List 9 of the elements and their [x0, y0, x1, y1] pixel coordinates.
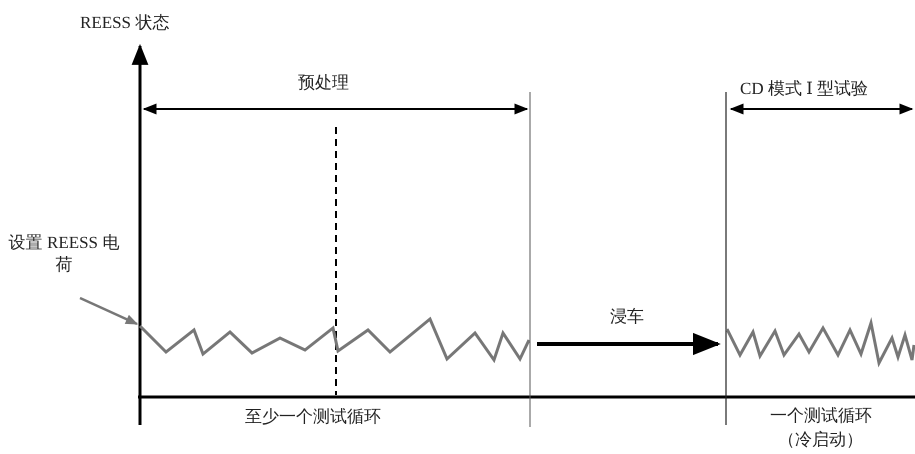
phase-label: 浸车 — [610, 306, 644, 328]
cycle-label: 一个测试循环 — [770, 405, 872, 427]
cycle-label: 至少一个测试循环 — [245, 406, 381, 428]
axis-title: REESS 状态 — [80, 12, 170, 34]
phase-label: 预处理 — [298, 72, 349, 94]
phase-label: CD 模式 Ⅰ 型试验 — [740, 78, 868, 100]
callout-text: 设置 REESS 电荷 — [8, 232, 120, 276]
cycle-label: （冷启动） — [778, 429, 863, 451]
leader-line — [79, 296, 138, 326]
